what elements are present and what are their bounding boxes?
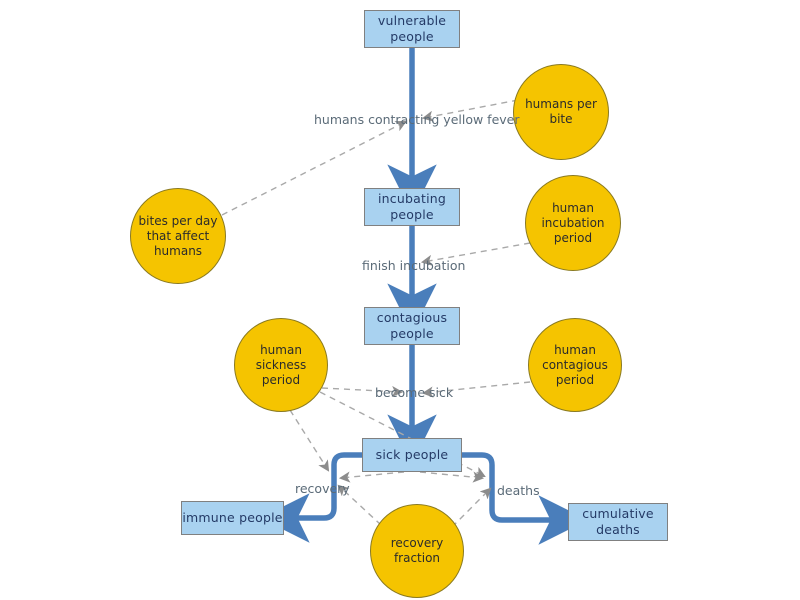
stock-vulnerable-people[interactable]: vulnerable people [364,10,460,48]
link-recovery-fraction-to-recovery [337,484,382,526]
flow-label-text: become sick [375,385,454,400]
stock-label: incubating people [377,191,446,222]
aux-label: human incubation period [541,200,605,245]
flow-pipe-recovery [260,452,362,543]
aux-humans-per-bite[interactable]: humans per bite [513,64,609,160]
stock-incubating-people[interactable]: incubating people [364,188,460,226]
aux-bites-per-day-that-affect-humans[interactable]: bites per day that affect humans [130,188,226,284]
link-incubation-period-to-finish-incubation [420,242,531,266]
stock-label: vulnerable people [377,13,447,44]
stock-sick-people[interactable]: sick people [362,438,462,472]
aux-recovery-fraction[interactable]: recovery fraction [370,504,464,598]
flow-label-text: humans contracting yellow fever [314,112,520,127]
flow-label-become-sick[interactable]: become sick [375,385,453,400]
stock-immune-people[interactable]: immune people [181,501,284,535]
flow-label-deaths[interactable]: deaths [497,483,540,498]
stock-label: sick people [375,447,449,462]
stock-label: cumulative deaths [582,506,654,537]
aux-human-incubation-period[interactable]: human incubation period [525,175,621,271]
flow-label-recovery[interactable]: recovery [295,481,350,496]
aux-label: humans per bite [525,97,597,126]
link-humans-per-bite-to-contracting [421,99,519,122]
aux-human-contagious-period[interactable]: human contagious period [528,318,622,412]
flow-pipe-deaths [462,452,588,545]
flow-label-text: recovery [295,481,350,496]
aux-label: bites per day that affect humans [138,213,218,258]
flow-label-finish-incubation[interactable]: finish incubation [362,258,465,273]
stock-label: contagious people [376,310,448,341]
link-recovery-fraction-to-deaths [451,487,492,528]
aux-label: human contagious period [542,342,608,387]
link-sick-people-to-deaths [419,471,485,483]
link-sick-people-to-recovery [338,471,405,483]
flow-label-text: finish incubation [362,258,466,273]
link-sickness-period-to-recovery [289,409,330,472]
stock-cumulative-deaths[interactable]: cumulative deaths [568,503,668,541]
aux-human-sickness-period[interactable]: human sickness period [234,318,328,412]
flow-label-text: deaths [497,483,540,498]
stock-contagious-people[interactable]: contagious people [364,307,460,345]
link-sickness-period-to-become-sick [321,385,404,398]
aux-label: recovery fraction [390,536,444,565]
link-sickness-period-to-deaths [319,391,486,477]
aux-label: human sickness period [255,342,307,387]
stock-label: immune people [182,510,283,525]
flow-label-humans-contracting-yellow-fever[interactable]: humans contracting yellow fever [314,112,520,127]
link-contagious-period-to-become-sick [421,381,531,398]
link-bites-per-day-to-contracting [221,121,407,216]
